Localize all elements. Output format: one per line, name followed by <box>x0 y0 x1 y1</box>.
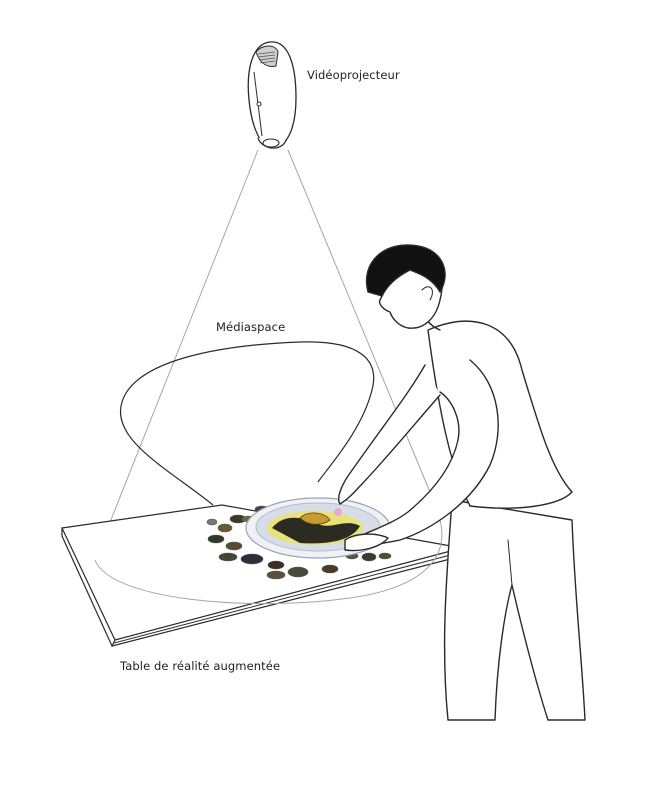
ceiling-projector-icon <box>247 41 297 149</box>
projection-beam <box>94 149 431 561</box>
projector-label: Vidéoprojecteur <box>307 68 400 82</box>
table-label: Table de réalité augmentée <box>120 659 281 673</box>
person-figure <box>338 244 586 721</box>
mediaspace-loop <box>119 341 375 506</box>
beam-footprint <box>94 519 443 605</box>
mediaspace-label: Médiaspace <box>216 320 286 334</box>
